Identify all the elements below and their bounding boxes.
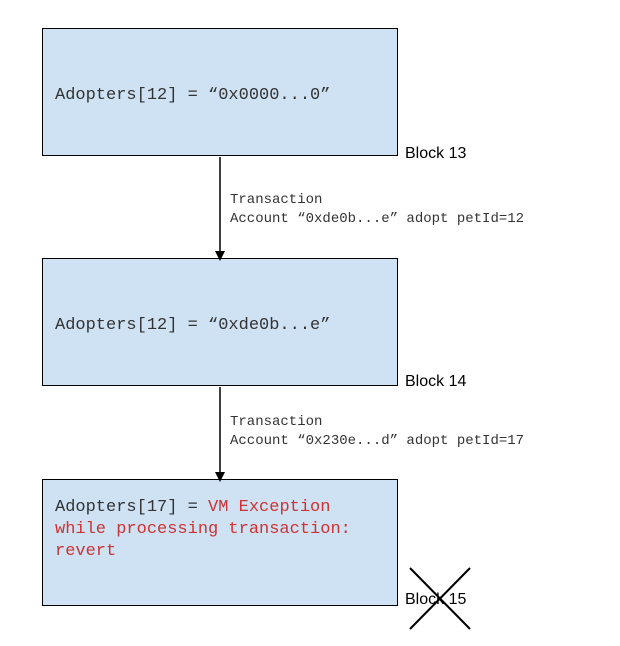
block-15-state-prefix: Adopters[17] = — [55, 498, 209, 517]
block-15-state: Adopters[17] = VM Exception while proces… — [55, 497, 385, 563]
block-15-label: Block 15 — [405, 591, 467, 608]
block-14-state: Adopters[12] = “0xde0b...e” — [55, 316, 331, 335]
transaction-1: Transaction Account “0xde0b...e” adopt p… — [230, 191, 524, 229]
block-13-label: Block 13 — [405, 145, 467, 162]
block-15-box: Adopters[17] = VM Exception while proces… — [42, 479, 398, 606]
rejected-cross-icon — [409, 567, 471, 630]
block-13-box: Adopters[12] = “0x0000...0” — [42, 28, 398, 156]
block-14-box: Adopters[12] = “0xde0b...e” — [42, 258, 398, 386]
transaction-2: Transaction Account “0x230e...d” adopt p… — [230, 413, 524, 451]
block-13-state: Adopters[12] = “0x0000...0” — [55, 86, 331, 105]
transaction-2-detail: Account “0x230e...d” adopt petId=17 — [230, 433, 525, 449]
transaction-1-detail: Account “0xde0b...e” adopt petId=12 — [230, 211, 525, 227]
transaction-1-title: Transaction — [230, 192, 323, 208]
block-14-label: Block 14 — [405, 373, 467, 390]
transaction-2-title: Transaction — [230, 414, 323, 430]
block-15-error-message: VM Exception while processing transactio… — [55, 498, 362, 561]
